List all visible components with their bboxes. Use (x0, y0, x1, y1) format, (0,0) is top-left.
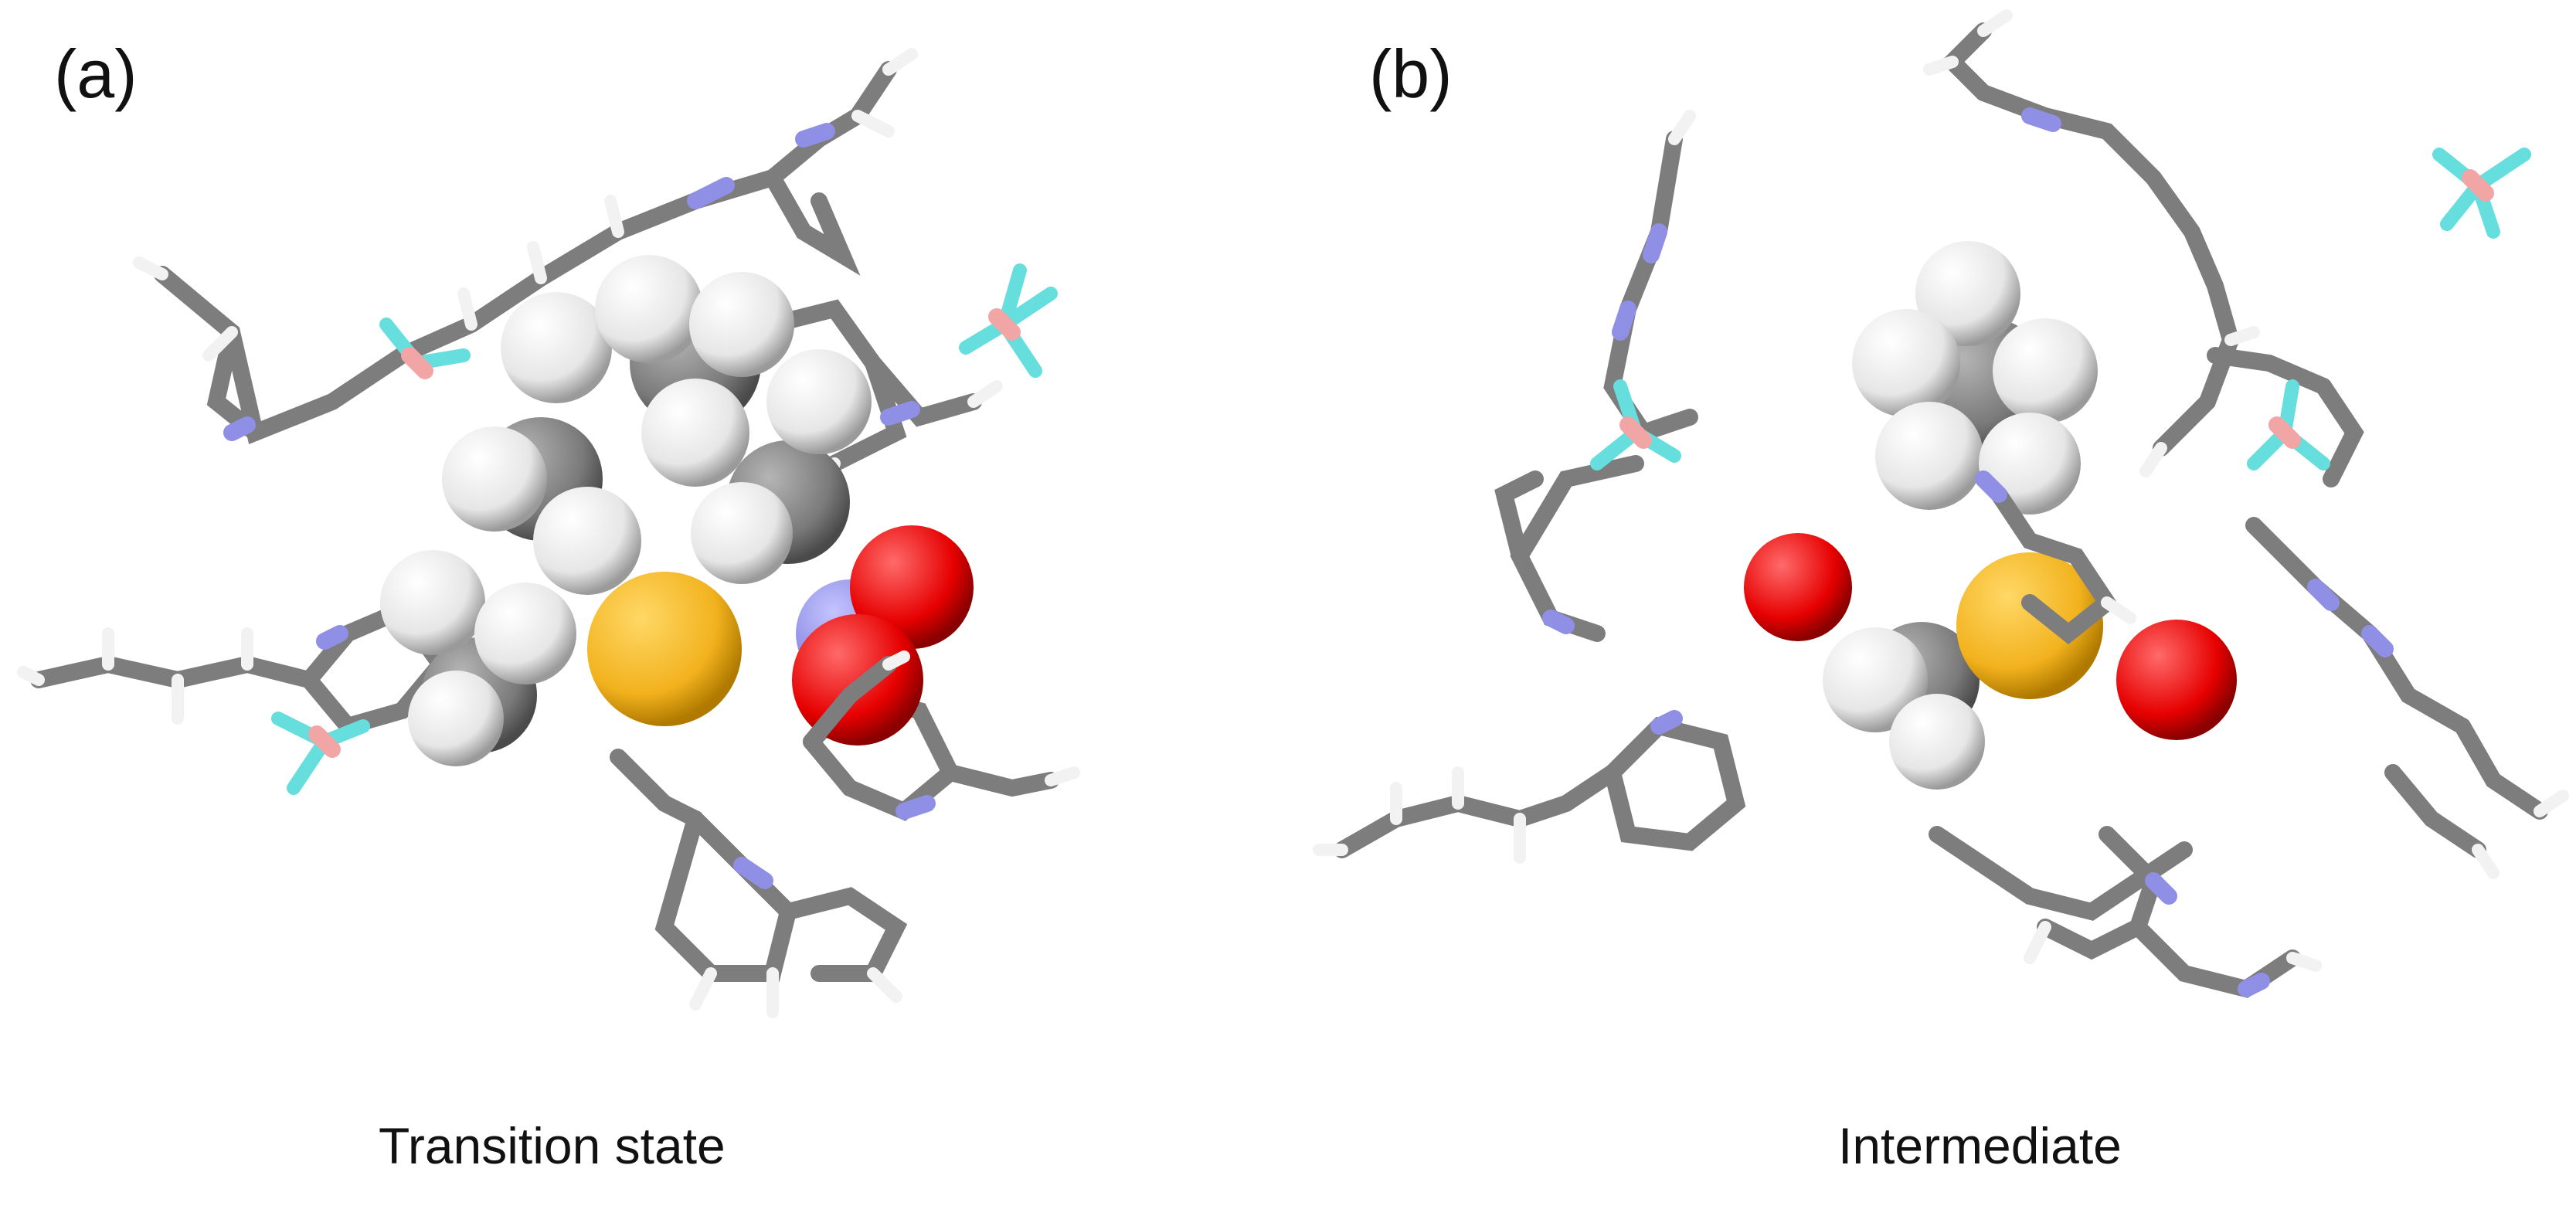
panel-a: (a) (17, 36, 1080, 1171)
intermediate-molecular-model (1313, 9, 2569, 998)
transition-state-molecular-model (17, 48, 1080, 1018)
panel-b: (b) (1288, 0, 2576, 1216)
foreground-sticks-b (1975, 470, 2136, 645)
space-filling-core-b (1744, 241, 2237, 790)
stick-bonds-b (1313, 9, 2569, 998)
panel-label-a: (a) (54, 36, 138, 112)
caption-transition-state: Transition state (379, 1117, 726, 1174)
caption-intermediate: Intermediate (1838, 1117, 2122, 1174)
foreground-sticks-a (803, 650, 910, 750)
panel-label-b: (b) (1369, 36, 1453, 112)
space-filling-core-a (380, 255, 974, 766)
